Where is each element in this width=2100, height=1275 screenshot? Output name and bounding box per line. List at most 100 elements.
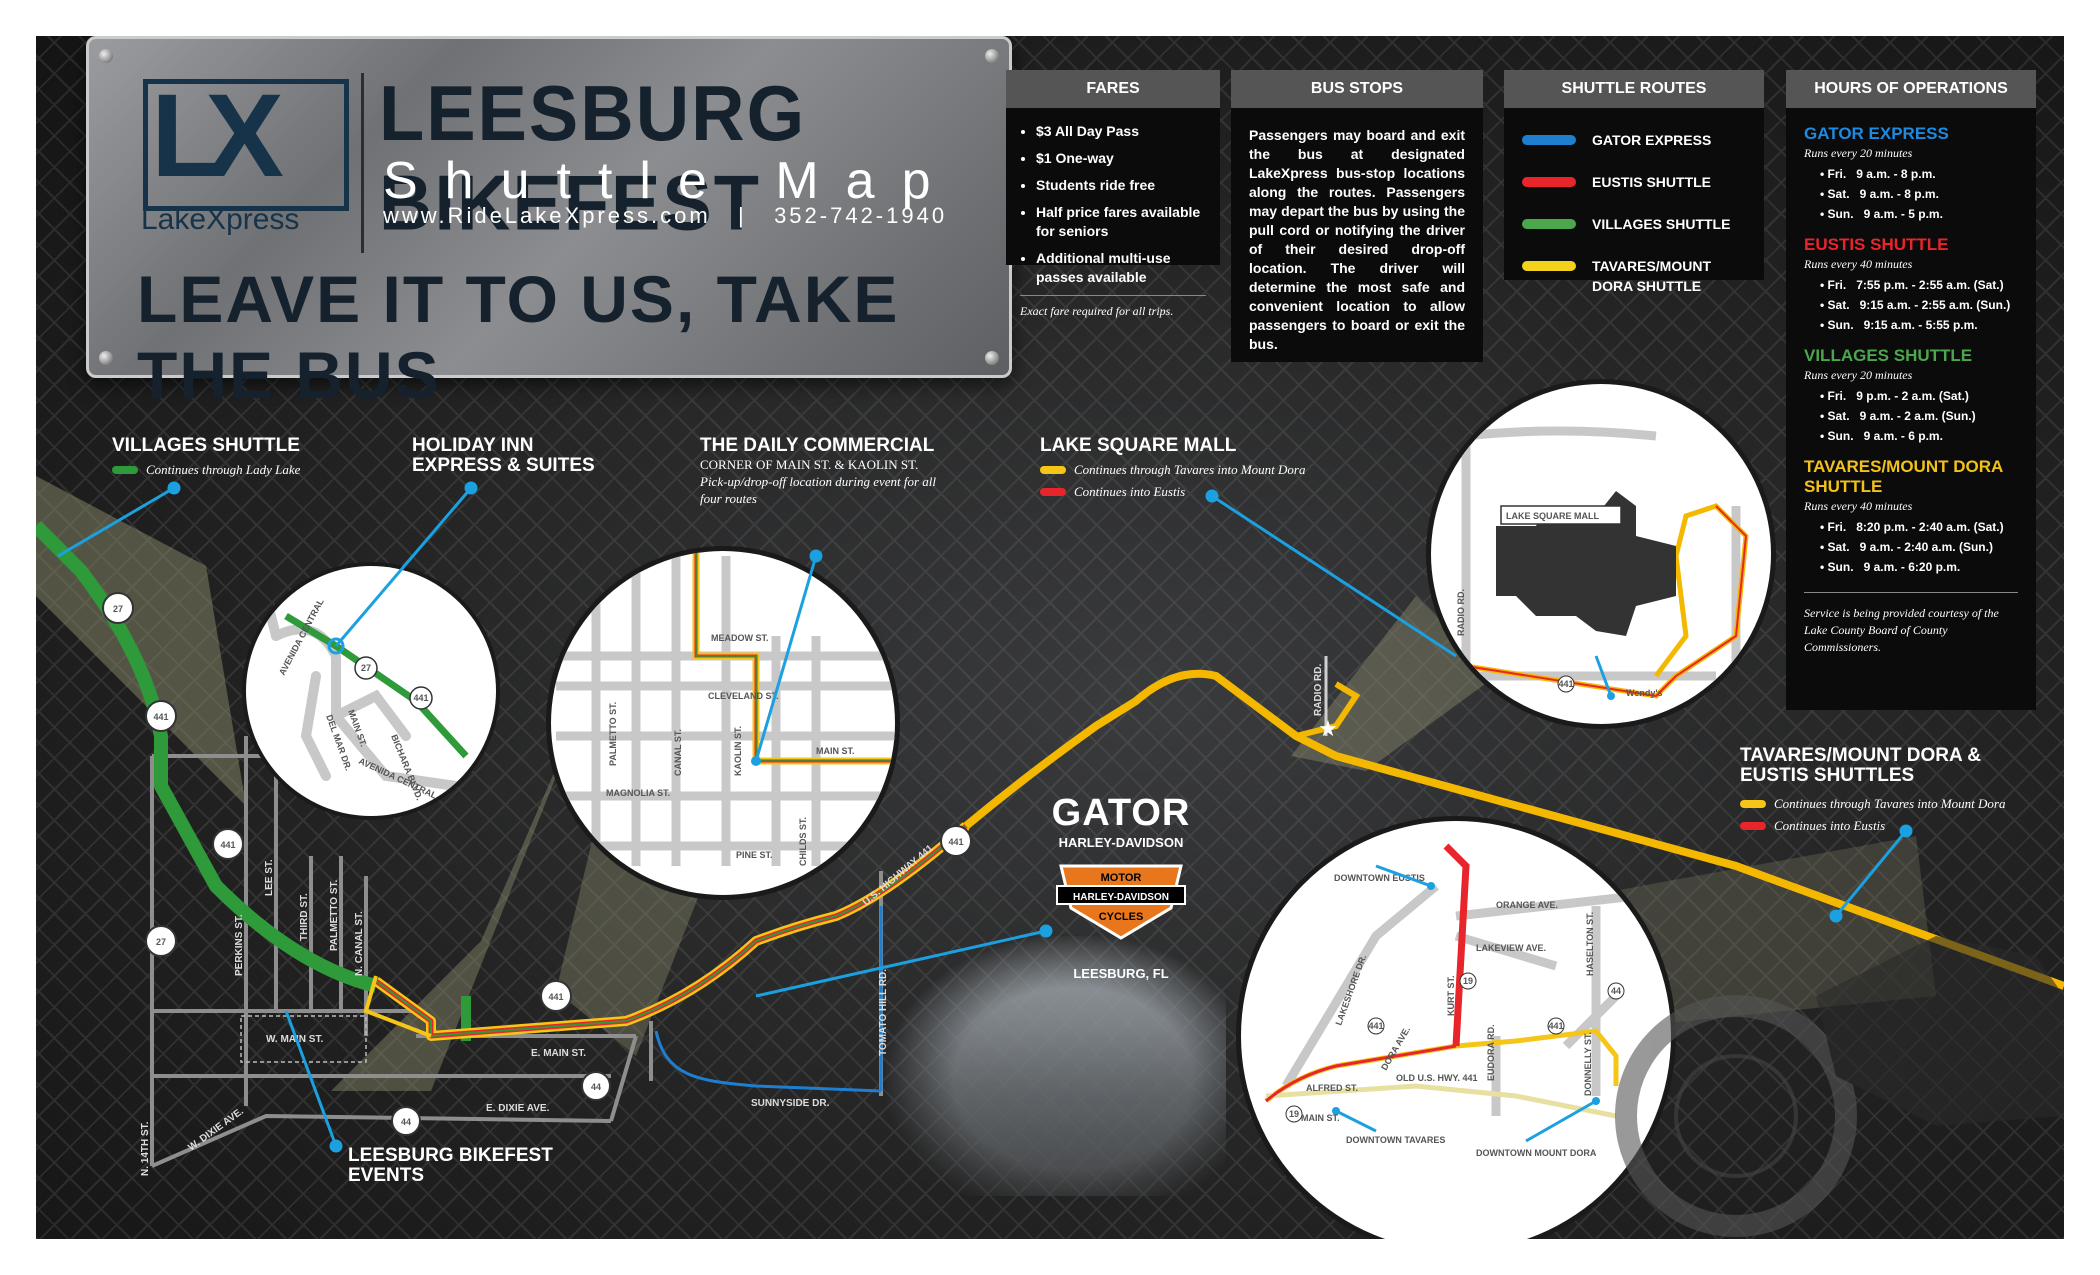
shield-441-c: 441 <box>548 992 563 1002</box>
legend-text: Continues through Tavares into Mount Dor… <box>1774 796 2006 811</box>
bus-photo <box>886 936 1226 1196</box>
hours-heading: HOURS OF OPERATIONS <box>1786 70 2036 108</box>
fares-list: $3 All Day Pass $1 One-way Students ride… <box>1006 122 1220 287</box>
legend-text: Continues into Eustis <box>1074 484 1186 499</box>
website: www.RideLakeXpress.com <box>383 203 711 228</box>
motorcycle-silhouette <box>1615 936 2064 1237</box>
hours-time: 9:15 a.m. - 5:55 p.m. <box>1863 318 1978 332</box>
hours-row: • Sun. 9 a.m. - 6 p.m. <box>1820 429 1943 443</box>
hours-time: 9 a.m. - 6:20 p.m. <box>1863 560 1961 574</box>
c3-label-wendys: Wendy's <box>1626 688 1662 698</box>
route-tavares: TAVARES/MOUNT DORA SHUTTLE <box>1522 256 1746 296</box>
hours-time: 9:15 a.m. - 2:55 a.m. (Sun.) <box>1859 298 2011 312</box>
inset-holiday-inn: 27 441 AVENIDA CENTRAL BICHARA BLVD. DEL… <box>242 562 500 820</box>
c2-label-childs: CHILDS ST. <box>798 817 808 866</box>
callout-note: Pick-up/drop-off location during event f… <box>700 474 937 506</box>
header-divider <box>361 73 364 253</box>
label-e-dixie: E. DIXIE AVE. <box>486 1103 550 1114</box>
gator-harley-block: GATOR HARLEY-DAVIDSON LEESBURG, FL <box>1036 792 1206 981</box>
hours-panel: HOURS OF OPERATIONS GATOR EXPRESS Runs e… <box>1786 70 2036 710</box>
hours-time: 8:20 p.m. - 2:40 a.m. (Sat.) <box>1856 520 2004 534</box>
rivet <box>99 351 113 365</box>
bus-stops-text: Passengers may board and exit the bus at… <box>1249 127 1465 352</box>
callout-title: VILLAGES SHUTTLE <box>112 435 300 456</box>
c4-label-donnelly: DONNELLY ST. <box>1583 1032 1593 1096</box>
hours-row: • Sun. 9:15 a.m. - 5:55 p.m. <box>1820 318 1978 332</box>
hours-day: Sat. <box>1827 298 1850 312</box>
route-corridor-green <box>375 825 967 1037</box>
route-map: ★ 27 441 441 27 441 44 44 441 N. 14TH ST… <box>36 379 2064 1239</box>
hours-time: 9 a.m. - 6 p.m. <box>1863 429 1943 443</box>
callout-holiday-inn: HOLIDAY INN EXPRESS & SUITES <box>412 436 612 476</box>
route-shields: 27 441 441 27 441 44 44 441 <box>102 592 972 1136</box>
c3-shield-441: 441 <box>1558 679 1573 689</box>
c2-label-meadow: MEADOW ST. <box>711 633 769 643</box>
hours-time: 9 a.m. - 2 a.m. (Sun.) <box>1859 409 1976 423</box>
route-corridor <box>373 822 970 1041</box>
route-us441-yellow <box>963 669 2064 990</box>
route-swatch <box>1522 177 1576 187</box>
hours-route-name: GATOR EXPRESS <box>1804 124 1949 143</box>
hours-time: 9 p.m. - 2 a.m. (Sat.) <box>1856 389 1969 403</box>
bus-stops-panel: BUS STOPS Passengers may board and exit … <box>1231 70 1483 362</box>
c4-label-oldus: OLD U.S. HWY. 441 <box>1396 1073 1478 1083</box>
legend-swatch <box>112 466 138 474</box>
c3-label-radio: RADIO RD. <box>1456 589 1466 636</box>
hours-row: • Sun. 9 a.m. - 5 p.m. <box>1820 207 1943 221</box>
legend-swatch <box>1040 488 1066 496</box>
lakexpress-logo-text: LakeXpress <box>141 203 300 236</box>
c3-label-mall: LAKE SQUARE MALL <box>1506 511 1599 521</box>
hours-time: 9 a.m. - 8 p.m. <box>1859 187 1939 201</box>
hours-time: 9 a.m. - 8 p.m. <box>1856 167 1936 181</box>
c2-label-canal: CANAL ST. <box>673 729 683 776</box>
c2-label-main: MAIN ST. <box>816 746 855 756</box>
shield-441-a: 441 <box>153 712 168 722</box>
hours-day: Sun. <box>1827 318 1854 332</box>
shield-441-d: 441 <box>948 837 963 847</box>
label-third: THIRD ST. <box>299 893 310 941</box>
c4-label-haselton: HASELTON ST. <box>1585 912 1595 976</box>
legend-swatch <box>1040 466 1066 474</box>
callout-bikefest-events: LEESBURG BIKEFEST EVENTS <box>348 1146 578 1186</box>
shield-27-a: 27 <box>113 604 123 614</box>
lakexpress-logo-frame <box>143 79 349 211</box>
c1-shield-27: 27 <box>361 663 371 673</box>
c2-label-kaolin: KAOLIN ST. <box>733 726 743 776</box>
c2-label-cleveland: CLEVELAND ST. <box>708 691 779 701</box>
route-gator-express: GATOR EXPRESS <box>1522 130 1746 150</box>
c4-label-tavares: DOWNTOWN TAVARES <box>1346 1135 1445 1145</box>
label-lee: LEE ST. <box>264 859 275 896</box>
hours-day: Fri. <box>1827 389 1847 403</box>
hours-route-name: VILLAGES SHUTTLE <box>1804 346 1973 365</box>
c4-shield-44: 44 <box>1611 986 1621 996</box>
c4-label-main: MAIN ST. <box>1301 1113 1340 1123</box>
fares-note: Exact fare required for all trips. <box>1020 295 1206 319</box>
shield-44-a: 44 <box>591 1082 601 1092</box>
c4-label-mtdora: DOWNTOWN MOUNT DORA <box>1476 1148 1597 1158</box>
label-palmetto: PALMETTO ST. <box>329 879 340 951</box>
hours-frequency: Runs every 40 minutes <box>1804 257 1913 271</box>
title-line2: Shuttle Map <box>383 152 958 210</box>
callout-title: LEESBURG BIKEFEST EVENTS <box>348 1145 553 1186</box>
c4-shield-441-b: 441 <box>1548 1021 1563 1031</box>
fare-item: Half price fares available for seniors <box>1036 203 1220 241</box>
rivet <box>99 49 113 63</box>
fares-heading: FARES <box>1006 70 1220 108</box>
fare-item: $3 All Day Pass <box>1036 122 1220 141</box>
hours-row: • Sat. 9 a.m. - 8 p.m. <box>1820 187 1939 201</box>
c4-shield-441-a: 441 <box>1368 1021 1383 1031</box>
label-canal: N. CANAL ST. <box>354 911 365 976</box>
callout-legend: Continues through Tavares into Mount Dor… <box>1740 796 2020 812</box>
c2-label-palmetto: PALMETTO ST. <box>608 702 618 766</box>
gator-name: GATOR <box>1051 792 1191 834</box>
gator-brand: HARLEY-DAVIDSON <box>1058 835 1184 850</box>
hours-time: 9 a.m. - 2:40 a.m. (Sun.) <box>1859 540 1993 554</box>
route-label: GATOR EXPRESS <box>1592 132 1712 148</box>
hours-body: GATOR EXPRESS Runs every 20 minutes • Fr… <box>1786 108 2036 668</box>
title-line1: LEESBURG BIKEFEST <box>379 69 807 247</box>
inset-daily-commercial: MEADOW ST. CLEVELAND ST. MAIN ST. PALMET… <box>546 546 900 900</box>
label-sunnyside: SUNNYSIDE DR. <box>751 1098 830 1109</box>
callout-lake-square: LAKE SQUARE MALL Continues through Tavar… <box>1040 436 1306 500</box>
route-label: TAVARES/MOUNT DORA SHUTTLE <box>1592 258 1711 294</box>
route-label: EUSTIS SHUTTLE <box>1592 174 1712 190</box>
